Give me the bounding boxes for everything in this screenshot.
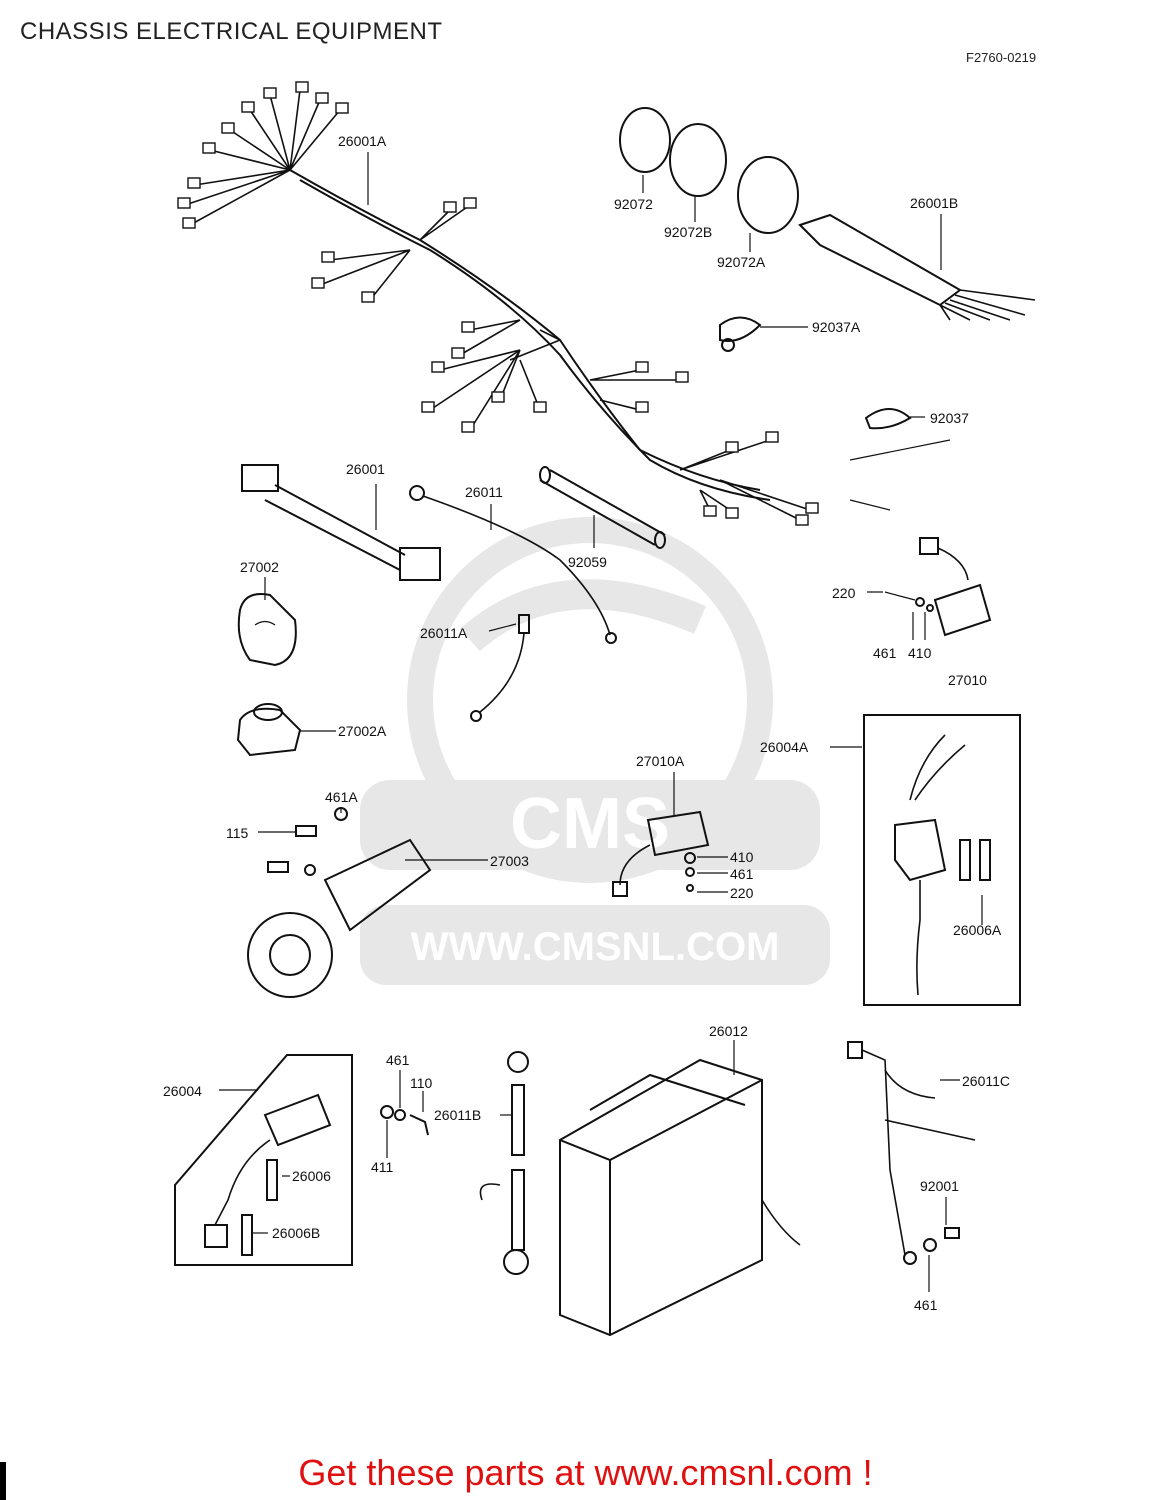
label-410-lower: 410 xyxy=(730,849,754,865)
label-110: 110 xyxy=(410,1075,433,1091)
cable-26011 xyxy=(409,485,617,644)
label-410-upper: 410 xyxy=(908,645,932,661)
label-220-upper: 220 xyxy=(832,585,856,601)
label-115: 115 xyxy=(226,825,249,841)
band-92072B xyxy=(669,123,727,197)
hardware-461-110-411 xyxy=(380,1105,429,1136)
label-461-bottom: 461 xyxy=(914,1297,938,1313)
cms-watermark-logo: CMS WWW.CMSNL.COM xyxy=(360,517,830,985)
label-92072A: 92072A xyxy=(717,254,766,270)
buy-parts-link[interactable]: Get these parts at www.cmsnl.com ! xyxy=(298,1452,873,1493)
cable-26011B xyxy=(479,1051,529,1275)
relay-27002 xyxy=(237,593,297,667)
label-92037: 92037 xyxy=(930,410,969,426)
relay-27002A xyxy=(236,703,302,757)
unit-27010A xyxy=(612,810,710,897)
clamp-92037A xyxy=(719,316,762,352)
label-26006: 26006 xyxy=(292,1168,331,1184)
watermark-url: WWW.CMSNL.COM xyxy=(411,925,780,969)
label-461-lower: 461 xyxy=(730,866,754,882)
label-461-upper: 461 xyxy=(873,645,897,661)
label-92037A: 92037A xyxy=(812,319,861,335)
cable-26011C xyxy=(847,1041,976,1265)
corner-mark xyxy=(0,1462,6,1500)
label-220-lower: 220 xyxy=(730,885,754,901)
label-92059: 92059 xyxy=(568,554,607,570)
label-411: 411 xyxy=(371,1159,394,1175)
band-92072A xyxy=(737,156,799,234)
label-26012: 26012 xyxy=(709,1023,748,1039)
label-92072B: 92072B xyxy=(664,224,712,240)
part-labels: 26001A 92072 92072B 92072A 26001B 92037A… xyxy=(163,133,1010,1313)
cable-26011A xyxy=(470,614,530,722)
label-461A: 461A xyxy=(325,789,358,805)
label-26006A: 26006A xyxy=(953,922,1002,938)
label-27010: 27010 xyxy=(948,672,987,688)
label-26011: 26011 xyxy=(465,484,503,500)
leader-lines xyxy=(219,152,983,1292)
battery-26012 xyxy=(559,1058,801,1337)
label-26006B: 26006B xyxy=(272,1225,320,1241)
label-26011B: 26011B xyxy=(434,1107,481,1123)
label-27002: 27002 xyxy=(240,559,279,575)
band-92072 xyxy=(619,107,671,173)
label-26001: 26001 xyxy=(346,461,385,477)
assembly-box-26004 xyxy=(174,1054,353,1266)
tube-92059 xyxy=(539,466,666,549)
label-26001B: 26001B xyxy=(910,195,958,211)
clamp-92037 xyxy=(849,408,951,511)
label-92072: 92072 xyxy=(614,196,653,212)
label-26011A: 26011A xyxy=(420,625,468,641)
watermark-brand: CMS xyxy=(510,784,670,864)
label-27010A: 27010A xyxy=(636,753,685,769)
lead-harness-26001 xyxy=(241,464,441,581)
main-wiring-harness-26001A xyxy=(177,81,819,526)
label-26004A: 26004A xyxy=(760,739,809,755)
label-26004: 26004 xyxy=(163,1083,202,1099)
label-27002A: 27002A xyxy=(338,723,387,739)
figure-code: F2760-0219 xyxy=(966,50,1037,65)
label-92001: 92001 xyxy=(920,1178,959,1194)
assembly-box-26004A xyxy=(863,714,1021,1006)
sub-harness-26001B xyxy=(798,213,1036,321)
label-26011C: 26011C xyxy=(962,1073,1010,1089)
label-26001A: 26001A xyxy=(338,133,387,149)
unit-27010 xyxy=(884,537,992,637)
label-461-small: 461 xyxy=(386,1052,410,1068)
label-27003: 27003 xyxy=(490,853,529,869)
page-title: CHASSIS ELECTRICAL EQUIPMENT xyxy=(20,18,443,45)
